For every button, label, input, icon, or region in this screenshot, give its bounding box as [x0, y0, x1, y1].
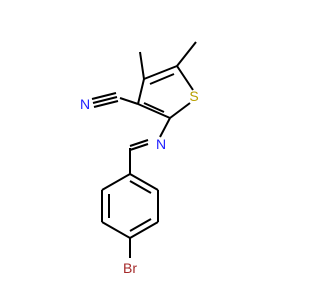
bond-ar-3 — [101, 221, 131, 239]
bromine-label: Br — [123, 260, 137, 276]
bond-ar-inner-b — [129, 218, 152, 232]
molecule-structure: N N S Br — [80, 41, 199, 276]
bond-ar-inner-c — [129, 180, 152, 194]
bond-c5-s — [176, 65, 194, 91]
bond-c4-c5-inner — [149, 73, 175, 85]
structure-canvas: N N S Br — [80, 41, 199, 276]
bond-n-ch-inner — [129, 139, 149, 147]
bond-cn-triple-2 — [91, 92, 117, 100]
bond-ar-4 — [129, 221, 159, 239]
bond-ar-6 — [129, 173, 159, 191]
bond-s-c2 — [169, 102, 191, 119]
bond-cn-triple-1 — [92, 96, 118, 104]
bond-c4-c5 — [143, 65, 178, 80]
bond-c3-c4 — [137, 78, 145, 105]
bond-methyl-c4 — [139, 51, 145, 80]
nitrile-nitrogen-label: N — [80, 96, 90, 112]
bond-c2-n — [159, 117, 171, 138]
bond-c2-c3 — [137, 103, 171, 119]
bond-c3-cn — [119, 97, 139, 105]
bond-c2-c3-inner — [143, 102, 165, 113]
bond-cn-triple-3 — [93, 100, 119, 108]
imine-nitrogen-label: N — [156, 136, 166, 152]
bond-ar-1 — [101, 173, 131, 191]
bond-methyl-c5 — [176, 41, 197, 67]
bond-n-ch — [129, 143, 149, 151]
sulfur-label: S — [189, 88, 198, 104]
